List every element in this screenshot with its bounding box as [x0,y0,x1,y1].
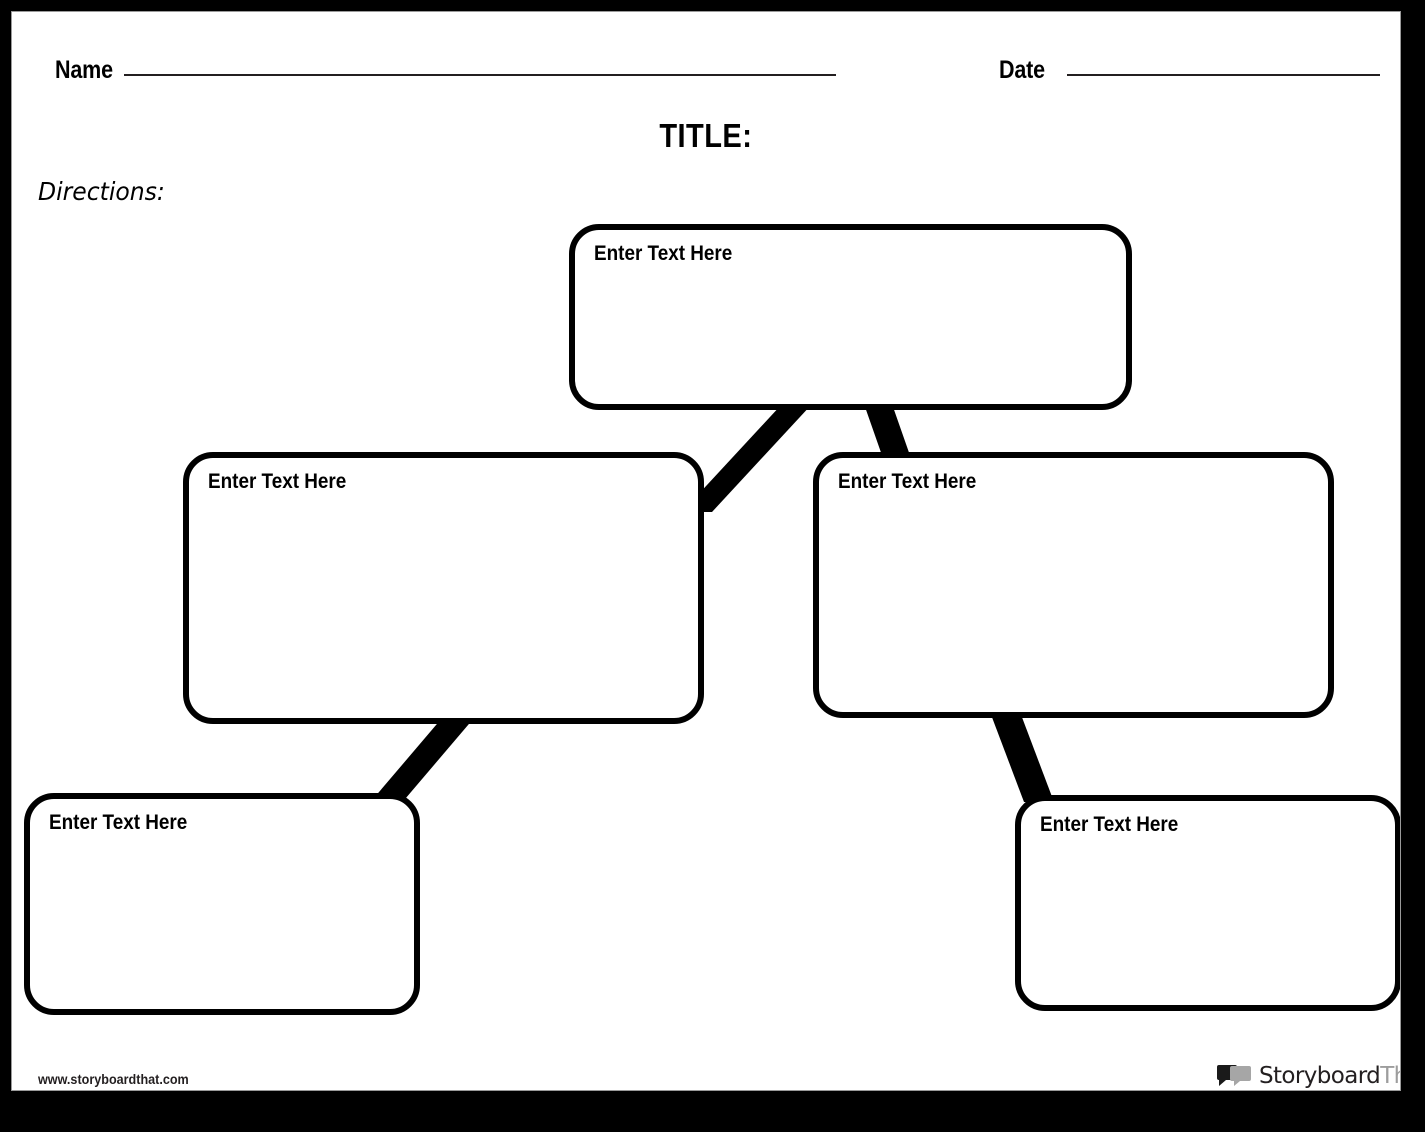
directions-label: Directions: [38,177,165,206]
footer-url[interactable]: www.storyboardthat.com [38,1071,189,1087]
date-input-rule[interactable] [1067,74,1380,76]
flow-node-bottom-right-text: Enter Text Here [1040,813,1179,836]
speech-bubbles-icon [1217,1065,1251,1086]
date-label: Date [999,56,1045,84]
logo-wordmark-secondary: That [1380,1063,1400,1089]
flow-node-middle-right[interactable]: Enter Text Here [813,452,1334,718]
page-title-text: TITLE: [659,117,753,154]
logo-wordmark: StoryboardThat [1259,1063,1400,1089]
flow-node-middle-right-text: Enter Text Here [838,470,977,493]
worksheet-page: Name Date TITLE: Directions: Enter Text … [12,12,1400,1090]
flow-node-top[interactable]: Enter Text Here [569,224,1132,410]
storyboardthat-logo[interactable]: StoryboardThat [1217,1057,1400,1090]
flow-node-top-text: Enter Text Here [594,242,733,265]
flow-node-middle-left[interactable]: Enter Text Here [183,452,704,724]
flow-node-bottom-left[interactable]: Enter Text Here [24,793,420,1015]
flow-node-bottom-left-text: Enter Text Here [49,811,188,834]
name-label: Name [55,56,113,84]
flow-node-bottom-right[interactable]: Enter Text Here [1015,795,1400,1011]
page-title: TITLE: [12,117,1400,155]
name-input-rule[interactable] [124,74,836,76]
flow-node-middle-left-text: Enter Text Here [208,470,347,493]
connector-middle-right-to-bottom-right [990,712,1054,802]
logo-wordmark-primary: Storyboard [1259,1063,1381,1089]
